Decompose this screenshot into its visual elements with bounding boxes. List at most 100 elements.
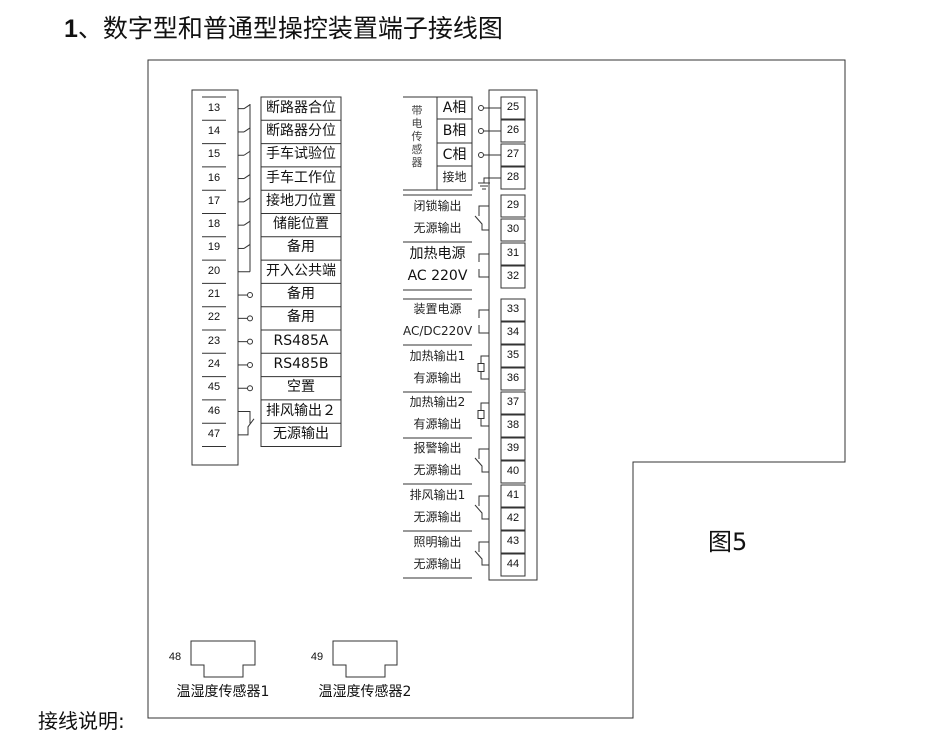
terminal-box — [500, 553, 526, 577]
figure-label: 图5 — [708, 528, 748, 556]
resistor-icon — [477, 410, 485, 419]
terminal-box — [500, 414, 526, 438]
terminal-number: 16 — [207, 171, 221, 184]
switch-contact-icon — [474, 457, 489, 473]
terminal-label: 储能位置 — [273, 216, 329, 233]
terminal-label: RS485A — [273, 332, 329, 349]
left-label-box — [260, 96, 342, 447]
wire — [478, 269, 489, 278]
switch-contact-icon — [243, 150, 251, 156]
wire — [478, 541, 489, 552]
switch-contact-icon — [474, 504, 489, 520]
terminal-box — [500, 344, 526, 368]
phase-label: C相 — [442, 147, 467, 163]
group-label-line1: 闭锁输出 — [413, 198, 462, 213]
group-label-line2: 无源输出 — [413, 509, 462, 524]
terminal-circle-icon — [247, 361, 253, 368]
group-label-line1: 排风输出1 — [409, 487, 466, 502]
terminal-number: 17 — [207, 194, 221, 207]
wire — [478, 448, 489, 459]
wire — [478, 309, 489, 318]
terminal-box — [500, 507, 526, 531]
terminal-label: 无源输出 — [273, 425, 329, 442]
resistor-icon — [477, 363, 485, 372]
terminal-label: 断路器合位 — [266, 99, 336, 116]
terminal-number: 19 — [207, 241, 221, 254]
terminal-box — [500, 460, 526, 484]
wire — [478, 495, 489, 506]
wire — [480, 418, 489, 427]
sensor-label: 温湿度传感器1 — [176, 684, 270, 700]
terminal-box — [500, 391, 526, 415]
group-label-line2: 无源输出 — [413, 220, 462, 235]
group-label-line2: AC/DC220V — [403, 324, 473, 338]
group-label-line1: 加热输出1 — [409, 348, 466, 363]
switch-contact-icon — [243, 127, 251, 133]
terminal-number: 23 — [207, 334, 221, 347]
right-terminal-strip — [488, 89, 538, 581]
group-label-line1: 装置电源 — [413, 302, 462, 316]
group-label-line1: 报警输出 — [413, 441, 462, 455]
terminal-number: 18 — [207, 218, 221, 231]
wire — [478, 205, 489, 216]
terminal-number: 15 — [207, 148, 221, 161]
terminal-label: 断路器分位 — [266, 122, 336, 139]
terminal-label: 备用 — [287, 239, 315, 256]
wire — [480, 402, 489, 411]
wiring-note: 接线说明: — [38, 709, 125, 733]
terminal-circle-icon — [478, 128, 484, 134]
terminal-box — [500, 437, 526, 461]
wire — [478, 325, 489, 334]
title-text: 、数字型和普通型操控装置端子接线图 — [77, 14, 503, 43]
switch-contact-icon — [243, 244, 251, 249]
terminal-number: 22 — [207, 311, 221, 324]
terminal-number: 25 — [506, 101, 520, 113]
terminal-number: 44 — [506, 558, 520, 570]
phase-label: B相 — [442, 123, 467, 139]
wire — [478, 253, 489, 262]
group-label-line2: 无源输出 — [413, 463, 462, 477]
terminal-number: 36 — [506, 372, 520, 384]
terminal-number: 38 — [506, 419, 520, 431]
group-label-line2: 有源输出 — [413, 417, 462, 431]
terminal-box — [500, 242, 526, 266]
terminal-label: 手车工作位 — [266, 169, 336, 186]
terminal-label: 空置 — [287, 379, 315, 396]
switch-contact-icon — [474, 215, 489, 231]
sensor-group-title: 带电传感器 — [411, 104, 423, 169]
terminal-number: 45 — [207, 381, 221, 394]
terminal-number: 34 — [506, 326, 520, 338]
terminal-box — [500, 265, 526, 289]
terminal-label: RS485B — [273, 355, 329, 372]
ground-wire — [483, 177, 501, 183]
outer-frame — [147, 59, 846, 719]
left-terminal-strip — [191, 89, 239, 466]
group-label-line2: 有源输出 — [413, 370, 462, 385]
terminal-box — [500, 218, 526, 242]
switch-contact-icon — [243, 104, 251, 110]
terminal-label: 排风输出２ — [266, 402, 336, 419]
wire — [480, 355, 489, 364]
sensor-connector-icon — [332, 640, 398, 678]
terminal-label: 开入公共端 — [266, 262, 336, 279]
terminal-number: 29 — [506, 199, 520, 211]
terminal-number: 33 — [506, 303, 520, 315]
switch-contact-icon — [238, 418, 255, 436]
sensor-number: 49 — [310, 651, 324, 663]
phase-label: 接地 — [442, 170, 467, 184]
terminal-label: 手车试验位 — [266, 146, 336, 163]
terminal-box — [500, 194, 526, 218]
terminal-number: 39 — [506, 442, 520, 454]
terminal-number: 31 — [506, 247, 520, 259]
terminal-circle-icon — [478, 105, 484, 111]
group-label-line1: 加热电源 — [409, 246, 466, 262]
terminal-circle-icon — [247, 338, 253, 345]
group-label-line1: 加热输出2 — [409, 395, 466, 409]
switch-contact-icon — [474, 550, 489, 566]
group-label-line1: 照明输出 — [413, 534, 462, 549]
terminal-number: 32 — [506, 270, 520, 282]
switch-contact-icon — [243, 220, 251, 226]
terminal-number: 24 — [207, 357, 221, 370]
